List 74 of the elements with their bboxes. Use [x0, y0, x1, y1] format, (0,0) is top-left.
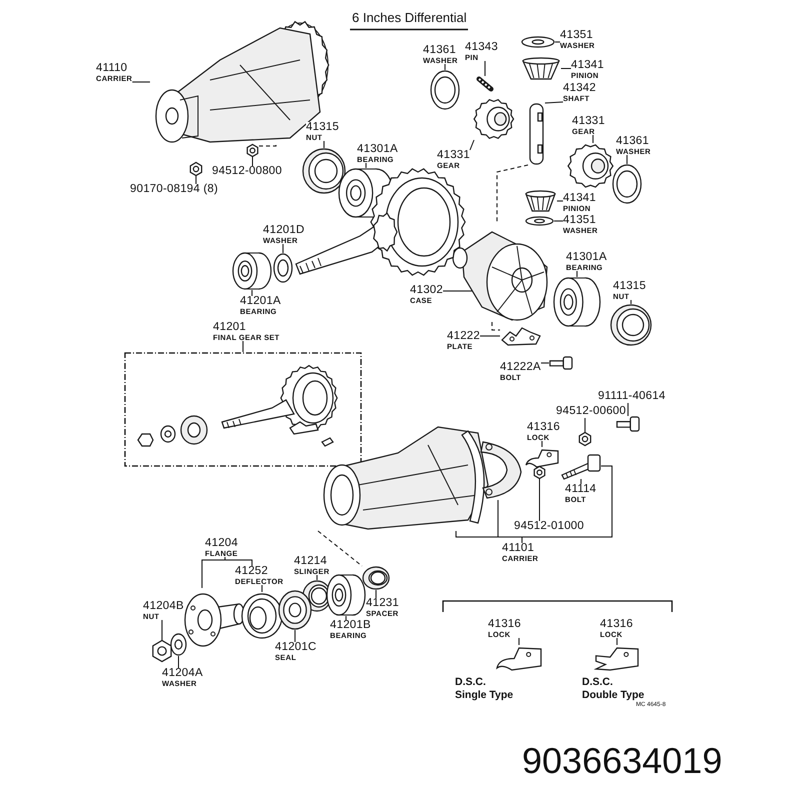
part-number: 41252	[235, 566, 268, 578]
part-number: 41231	[366, 598, 399, 610]
leader-line	[294, 630, 296, 642]
type-caption: D.S.C. Double Type	[582, 676, 646, 702]
leader-line	[202, 556, 226, 588]
leader-line	[540, 362, 550, 364]
part-number: 41315	[306, 122, 339, 134]
part-number: 41331	[572, 116, 605, 128]
part-number: 41201B	[330, 620, 371, 632]
leader-line	[539, 478, 540, 522]
leader-line	[442, 290, 474, 292]
part-number: 41316	[488, 619, 521, 630]
leader-line	[316, 574, 318, 580]
leader-line	[522, 466, 612, 544]
leader-line	[252, 156, 253, 166]
leader-line	[470, 140, 474, 150]
part-number: 41351	[563, 215, 596, 226]
part-number: 41114	[565, 484, 596, 496]
leader-line	[584, 417, 586, 432]
leader-line	[580, 478, 582, 484]
part-number: 41201C	[275, 642, 316, 654]
part-number: 41341	[563, 193, 596, 204]
part-number: 41301A	[566, 252, 607, 264]
leader-line	[178, 656, 179, 668]
part-number: 41351	[560, 30, 593, 42]
part-number: 41341	[571, 60, 604, 72]
leader-line	[492, 322, 500, 330]
leader-line	[484, 60, 486, 76]
part-number: 94512-01000	[514, 521, 584, 532]
part-number: 41204B	[143, 601, 184, 612]
part-number: 41101	[502, 543, 534, 554]
part-number: 41204A	[162, 668, 203, 680]
part-number: 94512-00800	[212, 166, 282, 178]
part-number: 41316	[527, 422, 560, 434]
leader-line	[592, 134, 594, 144]
part-number: 90170-08194 (8)	[130, 184, 218, 196]
part-number: 41331	[437, 150, 470, 162]
leader-line	[554, 220, 564, 222]
leader-line	[224, 556, 252, 566]
leader-line	[318, 530, 362, 566]
leader-line	[496, 164, 528, 222]
leader-line	[282, 244, 284, 254]
part-number: 41201A	[240, 296, 281, 308]
part-number: 41302	[410, 285, 443, 296]
leader-line	[556, 200, 564, 202]
part-number: 41315	[613, 281, 646, 292]
part-number: 41342	[563, 83, 596, 94]
part-number: 41110	[96, 63, 128, 74]
part-number: 91111-40614	[598, 391, 666, 402]
part-number: 41201	[213, 322, 246, 334]
part-number: 41201D	[263, 225, 304, 236]
part-number: 41214	[294, 556, 327, 568]
leader-line	[560, 68, 572, 69]
part-number: 94512-00600	[556, 406, 626, 418]
leader-line	[616, 638, 618, 646]
leader-line	[576, 270, 578, 278]
part-number: 41316	[600, 619, 633, 630]
leader-line	[630, 300, 632, 304]
part-number: 41222	[447, 331, 480, 342]
leader-line	[258, 144, 276, 146]
leader-line	[626, 154, 628, 164]
leader-line	[444, 64, 446, 70]
part-number: 41343	[465, 42, 498, 54]
type-caption: D.S.C. Single Type	[455, 676, 514, 702]
part-number: 41361	[616, 136, 649, 148]
part-number: 41204	[205, 538, 238, 550]
part-number: 9036634019	[522, 740, 722, 782]
leader-line	[518, 638, 520, 646]
diagram-title: 6 Inches Differential	[352, 10, 467, 25]
leader-line	[544, 102, 564, 104]
part-number: 41222A	[500, 362, 541, 374]
part-number: 41301A	[357, 144, 398, 156]
part-number: 41361	[423, 45, 456, 56]
leader-line	[242, 340, 244, 352]
